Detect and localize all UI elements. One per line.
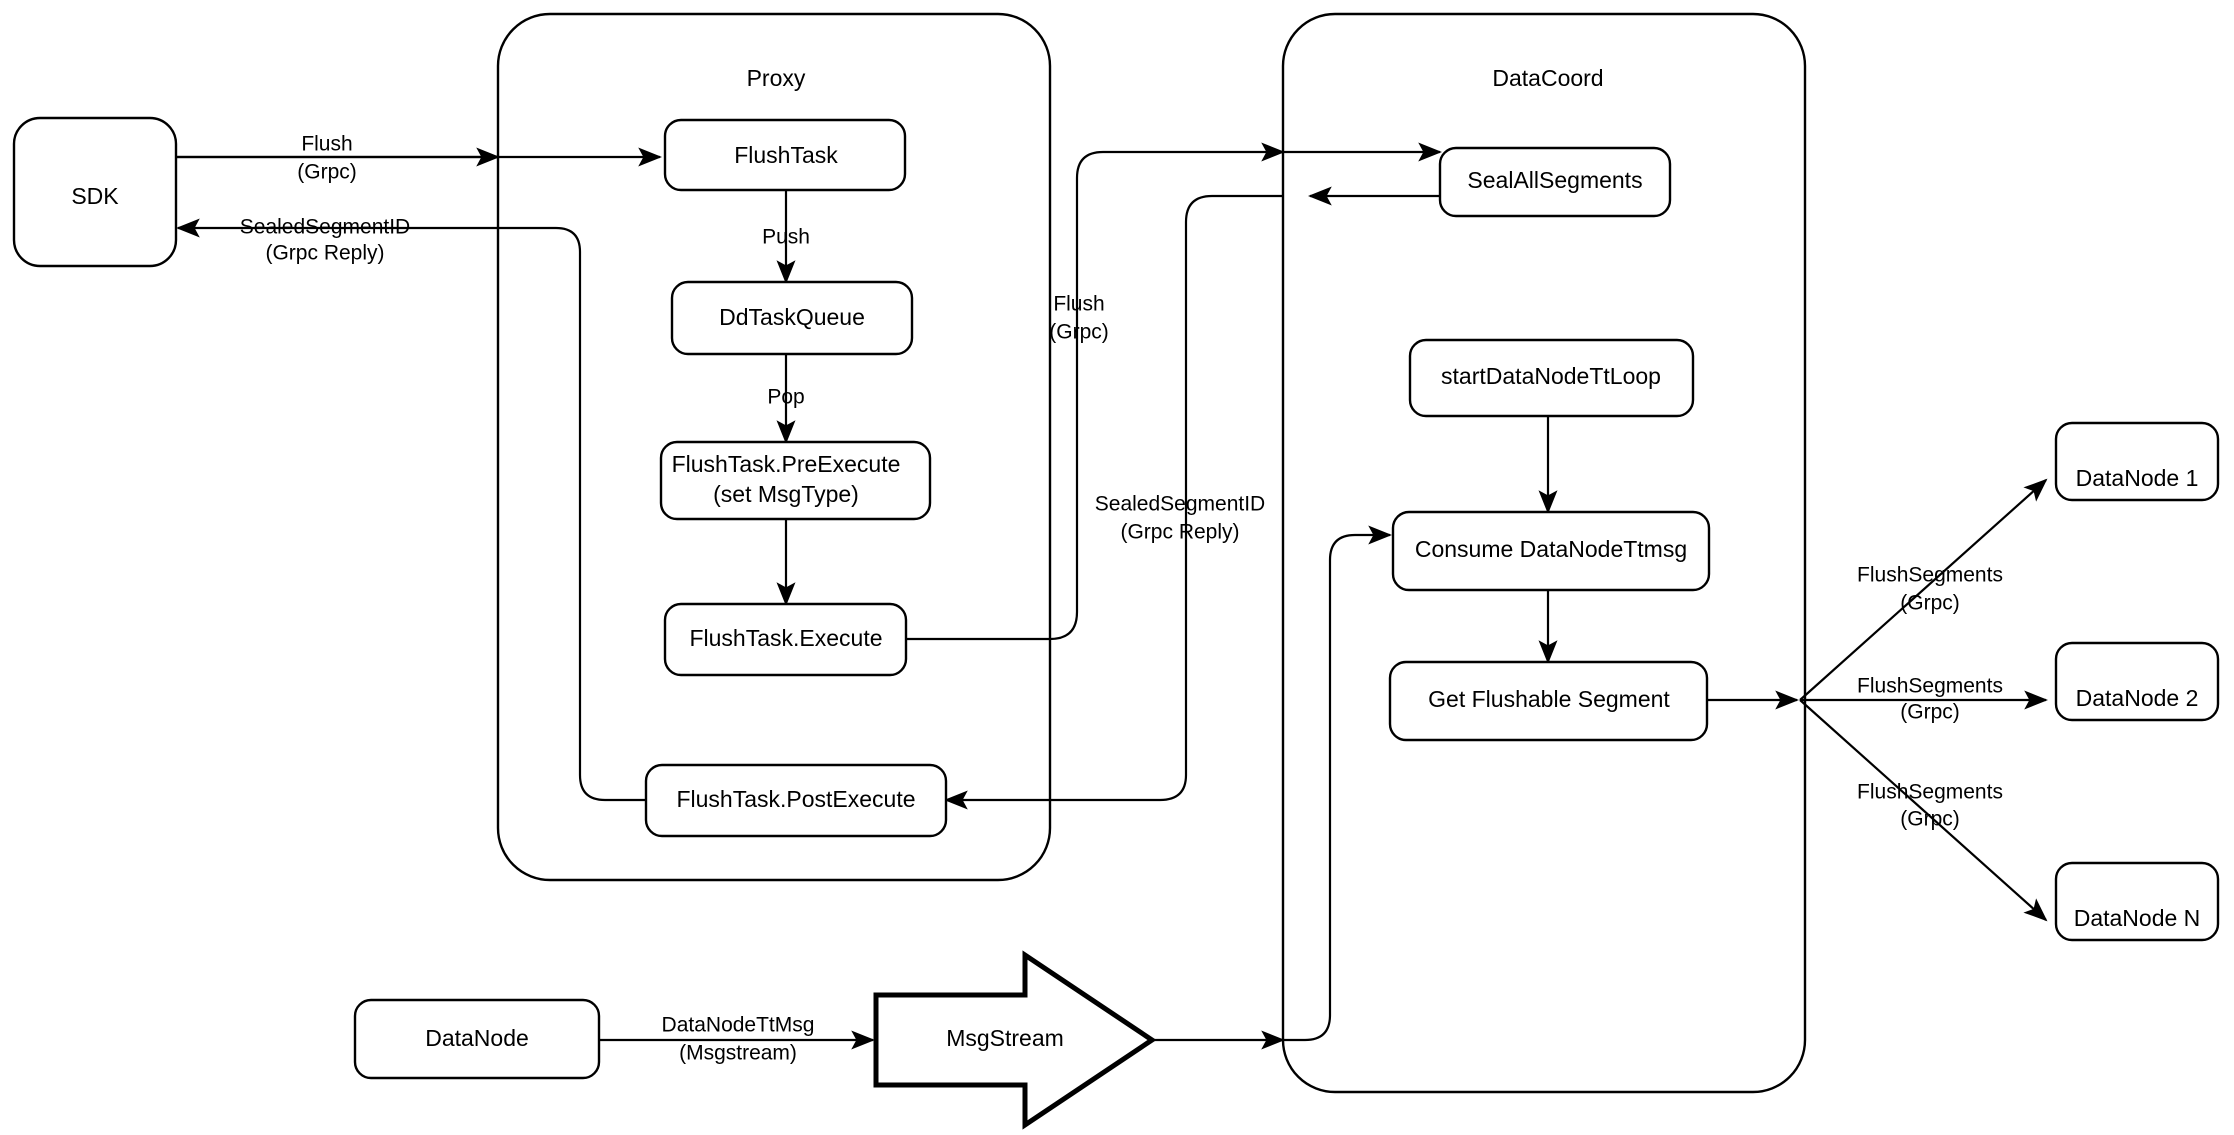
- node-get-flushable-segment-label: Get Flushable Segment: [1428, 686, 1670, 712]
- node-datanode-source-label: DataNode: [425, 1025, 529, 1051]
- node-start-datanode-tt-loop[interactable]: [1408, 338, 1695, 418]
- node-dd-task-queue[interactable]: [670, 280, 914, 356]
- node-get-flushable-segment[interactable]: [1388, 660, 1709, 742]
- edge-datacoord-to-postexecute: [944, 194, 1283, 810]
- edge-label-proxy-coord-flush-line1: Flush: [1053, 293, 1104, 316]
- edge-label-flushsegments-1-line2: (Grpc): [1900, 592, 1960, 615]
- node-seal-all-segments[interactable]: [1438, 146, 1672, 218]
- node-start-datanode-tt-loop-label: startDataNodeTtLoop: [1441, 363, 1661, 389]
- edge-label-datanodettmsg-line1: DataNodeTtMsg: [662, 1014, 815, 1037]
- edge-label-flushsegments-2-line2: (Grpc): [1900, 701, 1960, 724]
- edge-label-push: Push: [762, 226, 810, 249]
- edge-postexecute-to-sdk: [176, 218, 646, 802]
- edge-label-coord-proxy-sealed-line2: (Grpc Reply): [1120, 521, 1239, 544]
- node-seal-all-segments-label: SealAllSegments: [1467, 167, 1642, 193]
- edge-label-datanodettmsg-line2: (Msgstream): [679, 1042, 797, 1065]
- node-consume-datanode-ttmsg-label: Consume DataNodeTtmsg: [1415, 536, 1687, 562]
- edge-datacoord-boundary-to-consume: [1283, 525, 1392, 1042]
- node-datanode-n-label: DataNode N: [2074, 905, 2201, 931]
- edge-label-sealedsegmentid-sdk-line1: SealedSegmentID: [240, 216, 410, 239]
- group-proxy-title: Proxy: [747, 65, 806, 91]
- node-flushtask-preexecute-label-line2: (set MsgType): [713, 481, 859, 507]
- edge-label-sdk-flush-line2: (Grpc): [297, 161, 357, 184]
- edge-label-flushsegments-1-line1: FlushSegments: [1857, 564, 2003, 587]
- shape-msgstream: [873, 950, 1157, 1130]
- edge-junction-to-datanode1: [1799, 478, 2048, 701]
- node-datanode-2-label: DataNode 2: [2076, 685, 2199, 711]
- edge-label-flushsegments-n-line1: FlushSegments: [1857, 781, 2003, 804]
- edge-label-proxy-coord-flush-line2: (Grpc): [1049, 321, 1109, 344]
- group-datacoord: [1281, 12, 1807, 1094]
- edge-label-sdk-flush-line1: Flush: [301, 133, 352, 156]
- node-flush-task-label: FlushTask: [734, 142, 838, 168]
- edge-label-sealedsegmentid-sdk-line2: (Grpc Reply): [265, 242, 384, 265]
- node-flushtask-postexecute-label: FlushTask.PostExecute: [676, 786, 915, 812]
- node-flush-task[interactable]: [663, 118, 907, 192]
- node-dd-task-queue-label: DdTaskQueue: [719, 304, 865, 330]
- edge-label-coord-proxy-sealed-line1: SealedSegmentID: [1095, 493, 1265, 516]
- node-datanode-n[interactable]: [2054, 861, 2220, 942]
- group-proxy: [496, 12, 1052, 882]
- edge-junction-to-datanoden: [1799, 699, 2048, 922]
- group-datacoord-title: DataCoord: [1492, 65, 1603, 91]
- node-consume-datanode-ttmsg[interactable]: [1391, 510, 1711, 592]
- node-datanode-source[interactable]: [353, 998, 601, 1080]
- node-sdk[interactable]: [12, 116, 178, 268]
- node-datanode-2[interactable]: [2054, 641, 2220, 722]
- node-flushtask-postexecute[interactable]: [644, 763, 948, 838]
- node-sdk-label: SDK: [71, 183, 119, 209]
- edge-label-pop: Pop: [767, 386, 804, 409]
- node-flushtask-preexecute[interactable]: [659, 440, 932, 521]
- node-flushtask-execute-label: FlushTask.Execute: [689, 625, 882, 651]
- node-flushtask-execute[interactable]: [663, 602, 908, 677]
- node-msgstream-label: MsgStream: [946, 1025, 1064, 1051]
- edge-execute-to-datacoord-boundary: [906, 142, 1285, 641]
- node-datanode-1-label: DataNode 1: [2076, 465, 2199, 491]
- node-datanode-1[interactable]: [2054, 421, 2220, 502]
- node-flushtask-preexecute-label-line1: FlushTask.PreExecute: [672, 451, 901, 477]
- edge-label-flushsegments-n-line2: (Grpc): [1900, 808, 1960, 831]
- edge-label-flushsegments-2-line1: FlushSegments: [1857, 675, 2003, 698]
